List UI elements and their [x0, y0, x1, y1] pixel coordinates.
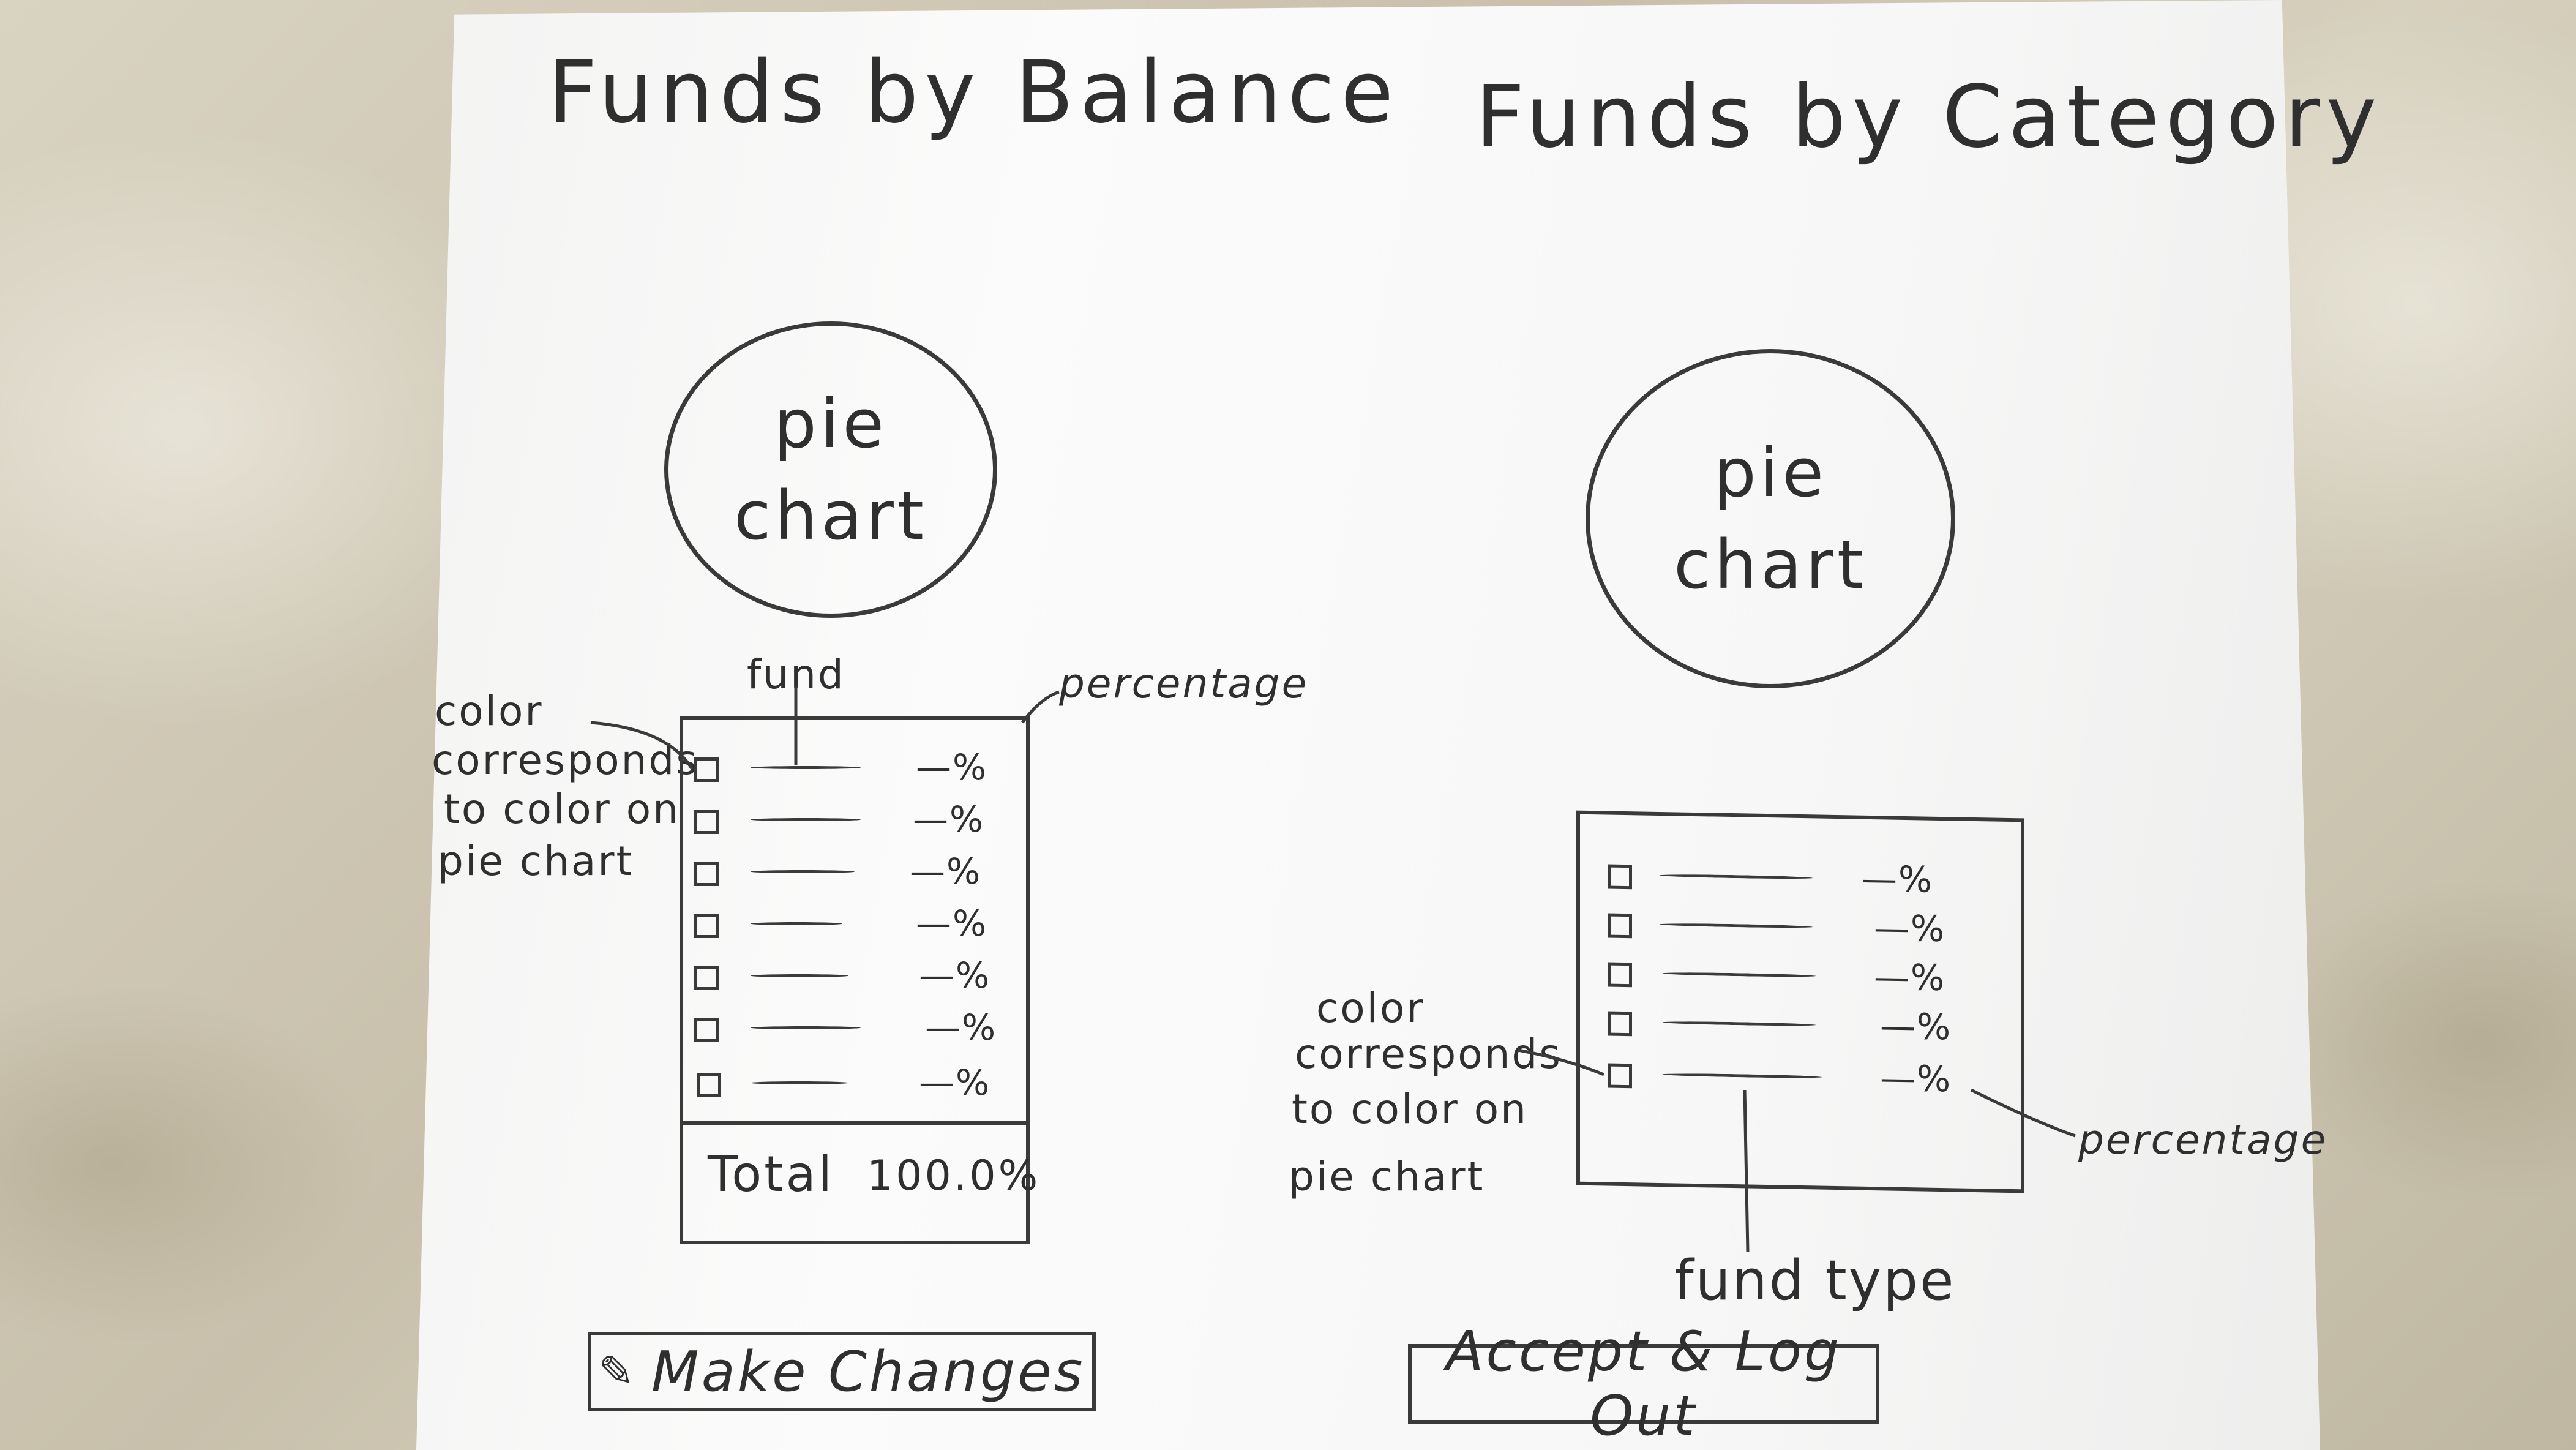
left-percentage-connector	[1021, 690, 1060, 724]
right-percentage-connector	[1970, 1088, 2076, 1138]
total-divider	[683, 1121, 1026, 1125]
color-swatch	[694, 966, 719, 990]
color-swatch	[697, 1073, 721, 1097]
fund-name-placeholder	[751, 1026, 861, 1029]
left-annotation-color-line3: to color on	[444, 786, 680, 833]
left-legend-row: —%	[683, 746, 1026, 791]
fund-name-placeholder	[751, 870, 855, 873]
left-pie-label-line1: pie	[773, 385, 888, 463]
right-pie-label-line1: pie	[1713, 434, 1828, 512]
percentage-value: —%	[913, 798, 985, 840]
total-value: 100.0%	[867, 1152, 1041, 1200]
left-pie-label-line2: chart	[734, 476, 927, 555]
percentage-value: —%	[925, 1007, 997, 1048]
fund-name-placeholder	[751, 766, 861, 769]
left-legend-row: —%	[683, 955, 1026, 999]
fund-name-placeholder	[751, 1081, 848, 1084]
left-legend-row: —%	[683, 851, 1026, 895]
color-swatch	[694, 862, 719, 886]
left-legend-row: —%	[683, 1062, 1026, 1106]
color-swatch	[694, 914, 719, 938]
accept-log-out-button[interactable]: Accept & Log Out	[1408, 1320, 1879, 1448]
percentage-value: —%	[916, 903, 988, 944]
left-annotation-percentage: percentage	[1059, 660, 1309, 707]
right-pie-chart: pie chart	[1586, 349, 1955, 688]
left-annotation-color-line4: pie chart	[438, 838, 634, 885]
paper-sheet	[416, 0, 2320, 1450]
edit-icon: ✎	[598, 1347, 637, 1397]
make-changes-label: Make Changes	[651, 1339, 1085, 1404]
left-color-connector	[590, 721, 694, 770]
percentage-value: —%	[910, 851, 982, 892]
percentage-value: —%	[919, 1062, 991, 1103]
right-annotation-color-line2: corresponds	[1295, 1031, 1562, 1078]
left-legend-row: —%	[683, 903, 1026, 947]
right-panel-title: Funds by Category	[1475, 67, 2383, 167]
fund-name-placeholder	[751, 818, 861, 821]
left-annotation-color-line2: corresponds	[432, 737, 699, 784]
left-legend-row: —%	[683, 798, 1026, 843]
fund-name-placeholder	[751, 974, 848, 977]
right-annotation-fund-type: fund type	[1674, 1249, 1956, 1313]
left-annotation-color-line1: color	[435, 688, 544, 735]
color-swatch	[694, 757, 719, 782]
left-legend-table: —% —% —% —% —% —% —%	[680, 716, 1038, 1244]
percentage-value: —%	[919, 955, 991, 996]
color-swatch	[694, 810, 719, 834]
right-annotation-color-line4: pie chart	[1289, 1153, 1485, 1200]
color-swatch	[694, 1018, 719, 1042]
right-pie-label-line2: chart	[1674, 525, 1867, 604]
accept-log-out-label: Accept & Log Out	[1445, 1320, 1842, 1448]
right-color-connector	[1518, 1048, 1604, 1076]
right-annotation-color-line3: to color on	[1292, 1086, 1528, 1133]
left-pie-chart: pie chart	[664, 321, 997, 618]
left-legend-row: —%	[683, 1007, 1026, 1051]
right-fund-type-connector	[1743, 1089, 1750, 1253]
right-annotation-color-line1: color	[1316, 985, 1425, 1032]
make-changes-button[interactable]: ✎ Make Changes	[588, 1332, 1096, 1411]
left-panel-title: Funds by Balance	[548, 43, 1400, 143]
fund-name-placeholder	[751, 922, 842, 925]
total-label: Total	[708, 1146, 834, 1203]
percentage-value: —%	[916, 746, 988, 788]
right-annotation-percentage: percentage	[2078, 1116, 2328, 1163]
